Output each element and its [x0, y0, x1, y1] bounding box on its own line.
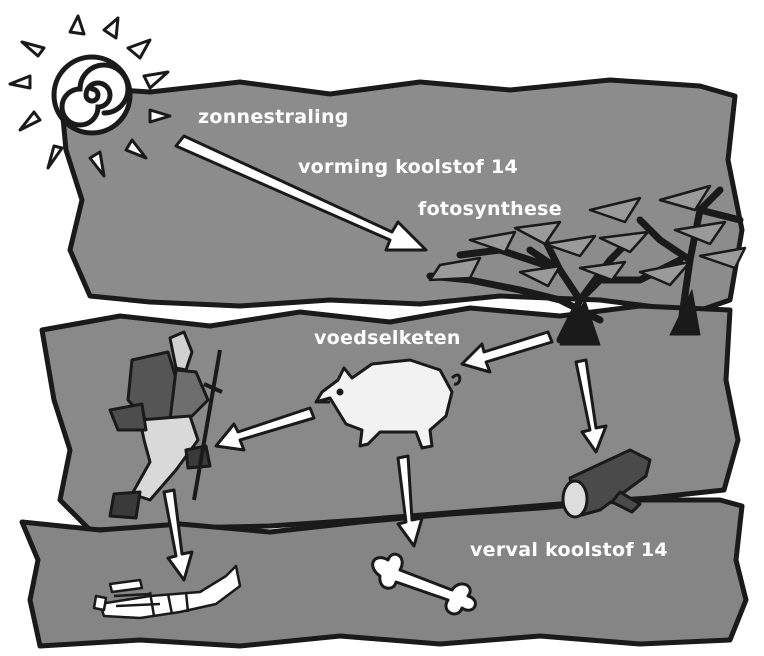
label-c14-formation: vorming koolstof 14 [298, 156, 518, 178]
label-solar-radiation: zonnestraling [198, 106, 349, 128]
label-food-chain: voedselketen [314, 327, 461, 349]
label-c14-decay: verval koolstof 14 [470, 539, 668, 561]
label-photosynthesis: fotosynthese [418, 198, 562, 220]
